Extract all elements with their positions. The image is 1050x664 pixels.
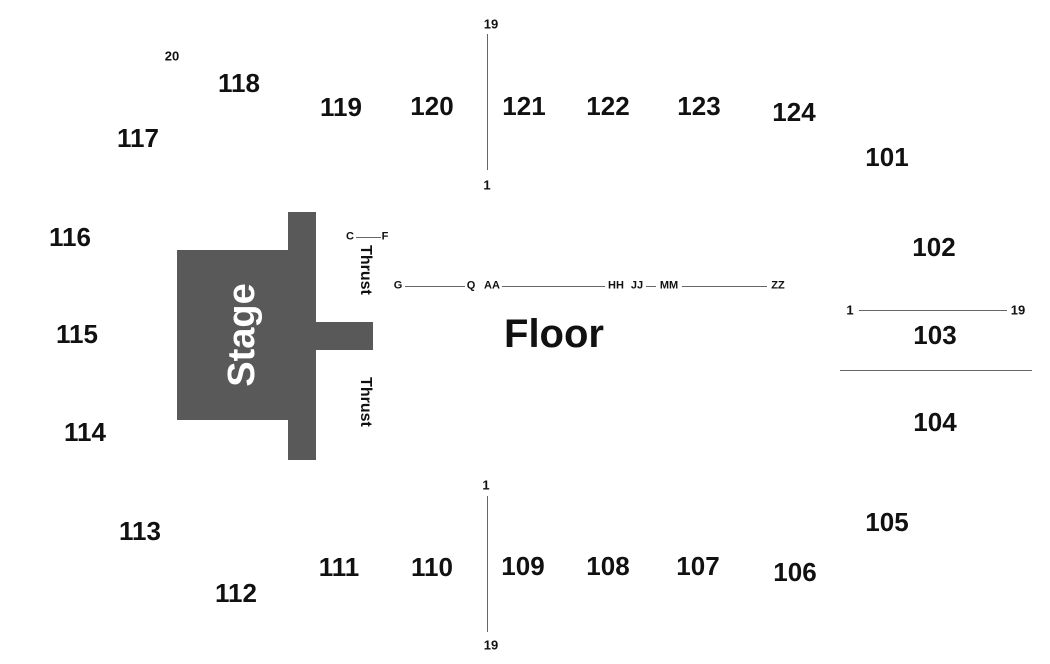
section-107[interactable]: 107 [676,551,720,581]
thrust-row-last: F [381,230,389,243]
floor-row-label: JJ [630,279,644,292]
section-114[interactable]: 114 [64,417,106,447]
floor-row-label: AA [484,279,500,292]
floor-row-line-mm-zz [682,286,767,287]
seat-divider-top [487,34,488,170]
floor-row-line-jj-mm [646,286,656,287]
thrust-runway[interactable] [315,322,373,350]
section-101[interactable]: 101 [865,142,909,172]
section-109[interactable]: 109 [501,551,545,581]
thrust-row-line [356,237,381,238]
stage-label: Stage [221,283,263,387]
stage-upper-extension [288,212,316,460]
section-118[interactable]: 118 [218,68,260,98]
seat-marker-top-end: 19 [483,16,499,32]
section-120[interactable]: 120 [410,91,454,121]
floor-row-line-aa-hh [502,286,605,287]
seat-divider-bottom [487,496,488,632]
section-124[interactable]: 124 [772,97,816,127]
section-121[interactable]: 121 [502,91,546,121]
section-117[interactable]: 117 [117,123,159,153]
section-119[interactable]: 119 [320,92,362,122]
seat-marker-top-start: 1 [483,177,491,193]
thrust-row-first: C [346,230,354,243]
seat-marker-right-end: 19 [1010,302,1026,318]
floor-row-label: MM [659,279,679,292]
section-115[interactable]: 115 [56,319,98,349]
section-104[interactable]: 104 [913,407,957,437]
section-108[interactable]: 108 [586,551,630,581]
section-123[interactable]: 123 [677,91,721,121]
section-111[interactable]: 111 [318,552,360,582]
seat-marker-right-start: 1 [846,302,854,318]
section-112[interactable]: 112 [215,578,257,608]
section-122[interactable]: 122 [586,91,630,121]
section-divider-103-104 [840,370,1032,371]
section-102[interactable]: 102 [912,232,956,262]
seat-marker-bottom-start: 1 [482,477,490,493]
floor-label[interactable]: Floor [504,312,604,356]
section-103[interactable]: 103 [913,320,957,350]
seat-marker-corner: 20 [164,48,180,64]
floor-row-line-g-q [405,286,465,287]
stage[interactable] [177,250,289,420]
section-106[interactable]: 106 [773,557,817,587]
thrust-upper-label: Thrust [357,245,374,295]
section-116[interactable]: 116 [49,222,91,252]
floor-row-label: HH [608,279,624,292]
floor-row-label: ZZ [771,279,785,292]
floor-row-label: Q [466,279,476,292]
seat-divider-right [859,310,1007,311]
section-113[interactable]: 113 [119,516,161,546]
floor-row-label: G [393,279,403,292]
seat-marker-bottom-end: 19 [483,637,499,653]
thrust-lower-label: Thrust [357,377,374,427]
section-110[interactable]: 110 [411,552,453,582]
section-105[interactable]: 105 [865,507,909,537]
